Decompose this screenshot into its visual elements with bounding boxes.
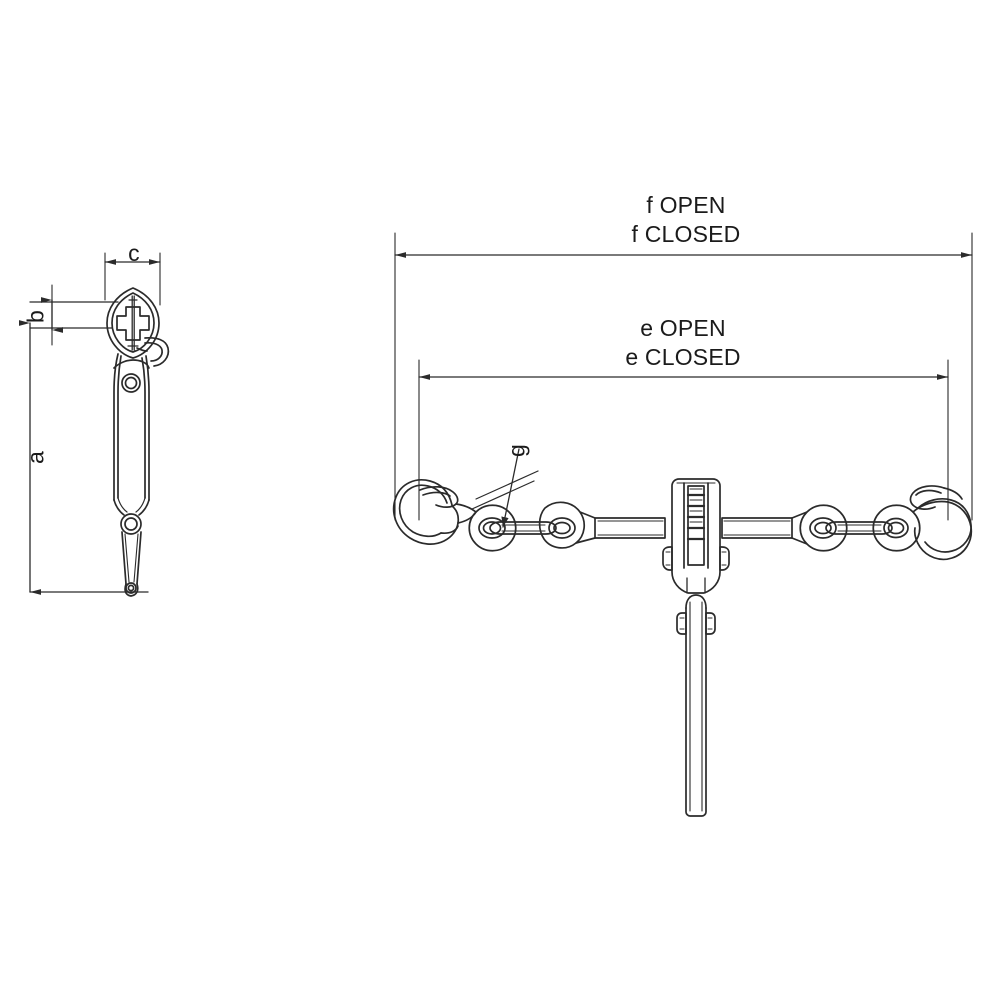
dimension-label-f-closed: f CLOSED (631, 221, 741, 247)
handle-yoke (113, 497, 150, 535)
left-connector-eye (538, 501, 596, 549)
dimension-e (418, 359, 949, 521)
dimension-label-e-open: e OPEN (640, 315, 726, 341)
turnbuckle-rod-left (594, 517, 666, 539)
right-hook-eye (872, 504, 921, 552)
left-grab-hook (392, 479, 477, 545)
handle-bar (121, 531, 142, 585)
dimension-label-g: g (503, 444, 530, 457)
dimension-f (394, 232, 973, 521)
dimension-g (471, 448, 539, 528)
front-view-dimensions (394, 232, 973, 528)
side-view-dimensions (19, 252, 161, 595)
handle-pivot-boss (113, 359, 150, 393)
dimension-label-c: c (128, 240, 140, 266)
right-connector-eye (791, 504, 848, 552)
dimension-a (19, 320, 149, 595)
ratchet-head (106, 287, 160, 359)
ratchet-body (662, 478, 730, 594)
ratchet-handle (676, 594, 716, 817)
handle-neck (113, 353, 150, 501)
turnbuckle-rod-right (721, 517, 793, 539)
dimension-label-f-open: f OPEN (646, 192, 726, 218)
handle-tip (124, 582, 139, 597)
dimension-label-e-closed: e CLOSED (625, 344, 741, 370)
ratchet-gear (683, 482, 709, 569)
front-view-group (392, 478, 973, 817)
side-view-group (106, 287, 170, 597)
dimension-label-a: a (22, 451, 49, 464)
dimension-c (104, 252, 161, 306)
left-hook-eye (468, 504, 517, 552)
dimension-label-b: b (22, 310, 49, 323)
dimension-b (29, 284, 119, 346)
right-grab-hook (909, 485, 973, 561)
ratchet-pawl (136, 336, 170, 367)
